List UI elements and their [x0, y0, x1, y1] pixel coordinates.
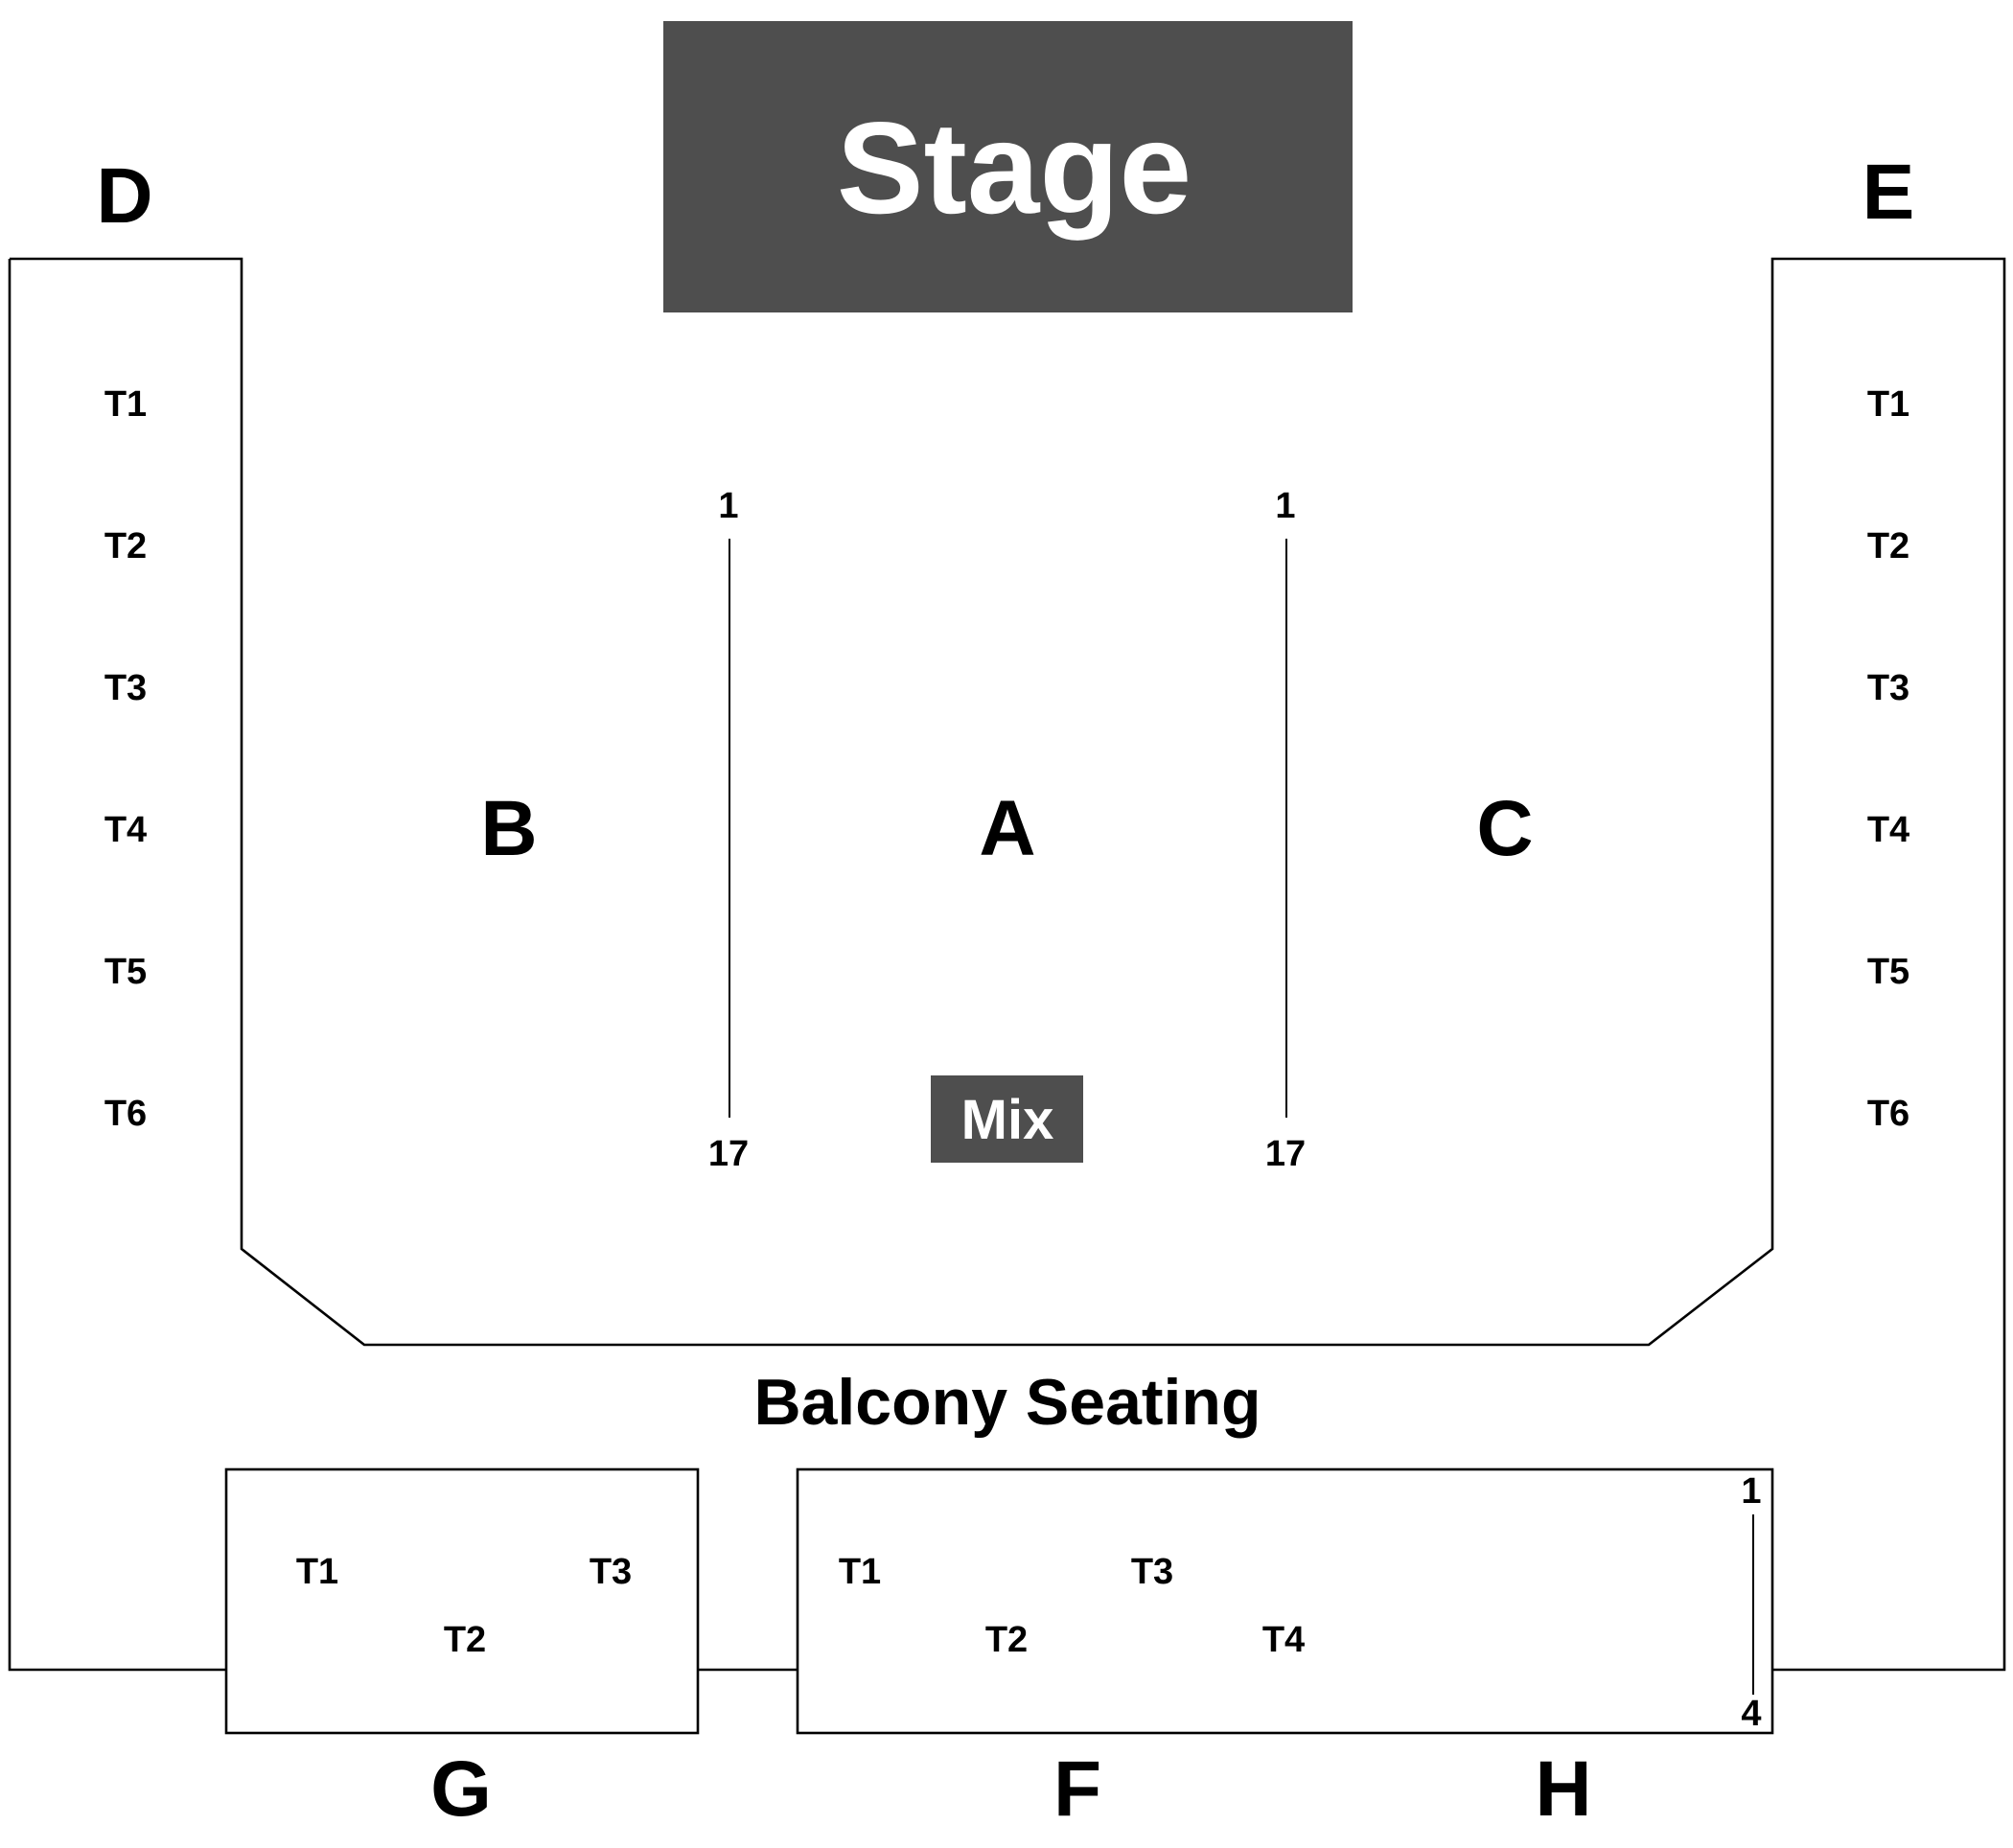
row-last-number: 17	[1265, 1134, 1306, 1174]
row-last-number: 17	[708, 1134, 749, 1174]
section-d-table[interactable]: T1	[104, 384, 147, 425]
section-e-table[interactable]: T2	[1867, 526, 1909, 566]
row-first-number: 1	[1275, 486, 1295, 526]
section-e-table[interactable]: T1	[1867, 384, 1909, 425]
section-e-table[interactable]: T3	[1867, 668, 1909, 708]
section-f-table[interactable]: T3	[1131, 1552, 1173, 1592]
mix-block	[931, 1075, 1083, 1163]
section-c-label[interactable]: C	[1476, 785, 1533, 872]
section-g-table[interactable]: T1	[296, 1552, 338, 1592]
section-e-tables: T1 T2 T3 T4 T5 T6	[1867, 384, 1909, 1134]
section-g-label[interactable]: G	[430, 1745, 492, 1833]
section-h-row-range: 1 4	[1741, 1471, 1761, 1734]
section-g-box	[224, 1467, 700, 1735]
section-g-table[interactable]: T2	[444, 1620, 486, 1660]
section-d-table[interactable]: T4	[104, 810, 147, 850]
row-first-number: 1	[718, 486, 738, 526]
section-e-table[interactable]: T6	[1867, 1094, 1909, 1134]
section-f-table[interactable]: T4	[1262, 1620, 1305, 1660]
section-h-label[interactable]: H	[1535, 1745, 1591, 1833]
section-d-tables: T1 T2 T3 T4 T5 T6	[104, 384, 147, 1134]
section-f-h[interactable]: T1 T2 T3 T4 1 4	[796, 1467, 1774, 1735]
section-d-table[interactable]: T2	[104, 526, 147, 566]
section-d-table[interactable]: T6	[104, 1094, 147, 1134]
right-aisle-row-range: 1 17	[1265, 486, 1306, 1174]
row-first-number: 1	[1741, 1471, 1761, 1512]
section-g-table[interactable]: T3	[590, 1552, 632, 1592]
section-f-table[interactable]: T1	[839, 1552, 881, 1592]
section-e-table[interactable]: T4	[1867, 810, 1909, 850]
section-a-label[interactable]: A	[979, 785, 1035, 872]
balcony-seating-label: Balcony Seating	[753, 1366, 1261, 1439]
mix-position: Mix	[931, 1075, 1083, 1163]
section-e-table[interactable]: T5	[1867, 952, 1909, 992]
section-b-label[interactable]: B	[480, 785, 537, 872]
section-e-label[interactable]: E	[1863, 149, 1915, 236]
left-aisle-row-range: 1 17	[708, 486, 749, 1174]
stage-label: Stage	[837, 95, 1192, 241]
section-f-label[interactable]: F	[1053, 1745, 1101, 1833]
mix-label: Mix	[961, 1089, 1054, 1151]
section-g[interactable]: T1 T2 T3	[224, 1467, 700, 1735]
row-last-number: 4	[1741, 1694, 1761, 1734]
section-f-h-box	[796, 1467, 1774, 1735]
stage-block	[663, 21, 1353, 312]
section-f-table[interactable]: T2	[985, 1620, 1028, 1660]
section-d-table[interactable]: T3	[104, 668, 147, 708]
section-d-table[interactable]: T5	[104, 952, 147, 992]
section-d-label[interactable]: D	[96, 152, 152, 240]
venue-outline	[8, 257, 2006, 1672]
stage[interactable]: Stage	[663, 21, 1353, 312]
